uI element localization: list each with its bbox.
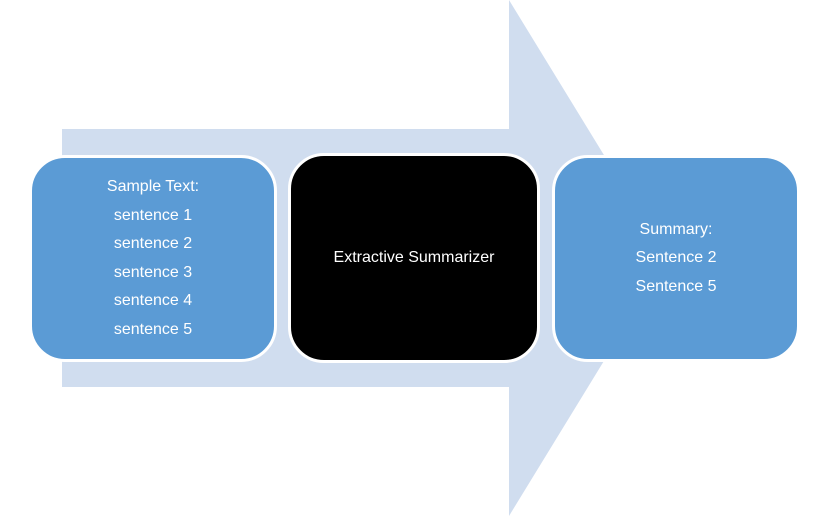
summarizer-label: Extractive Summarizer [333, 248, 495, 266]
input-title: Sample Text: [106, 178, 200, 195]
input-sentence-5: sentence 5 [113, 320, 193, 338]
input-sentence-3: sentence 3 [113, 263, 193, 281]
output-title: Summary: [639, 220, 713, 238]
input-sentence-1: sentence 1 [113, 206, 193, 224]
input-sentence-2: sentence 2 [113, 235, 193, 252]
input-box: Sample Text: sentence 1 sentence 2 sente… [29, 155, 277, 362]
input-sentence-4: sentence 4 [113, 292, 193, 309]
output-box: Summary: Sentence 2 Sentence 5 [552, 155, 800, 362]
output-sentence-a: Sentence 2 [635, 249, 717, 267]
summarizer-box: Extractive Summarizer [288, 153, 540, 363]
output-sentence-b: Sentence 5 [635, 277, 717, 295]
